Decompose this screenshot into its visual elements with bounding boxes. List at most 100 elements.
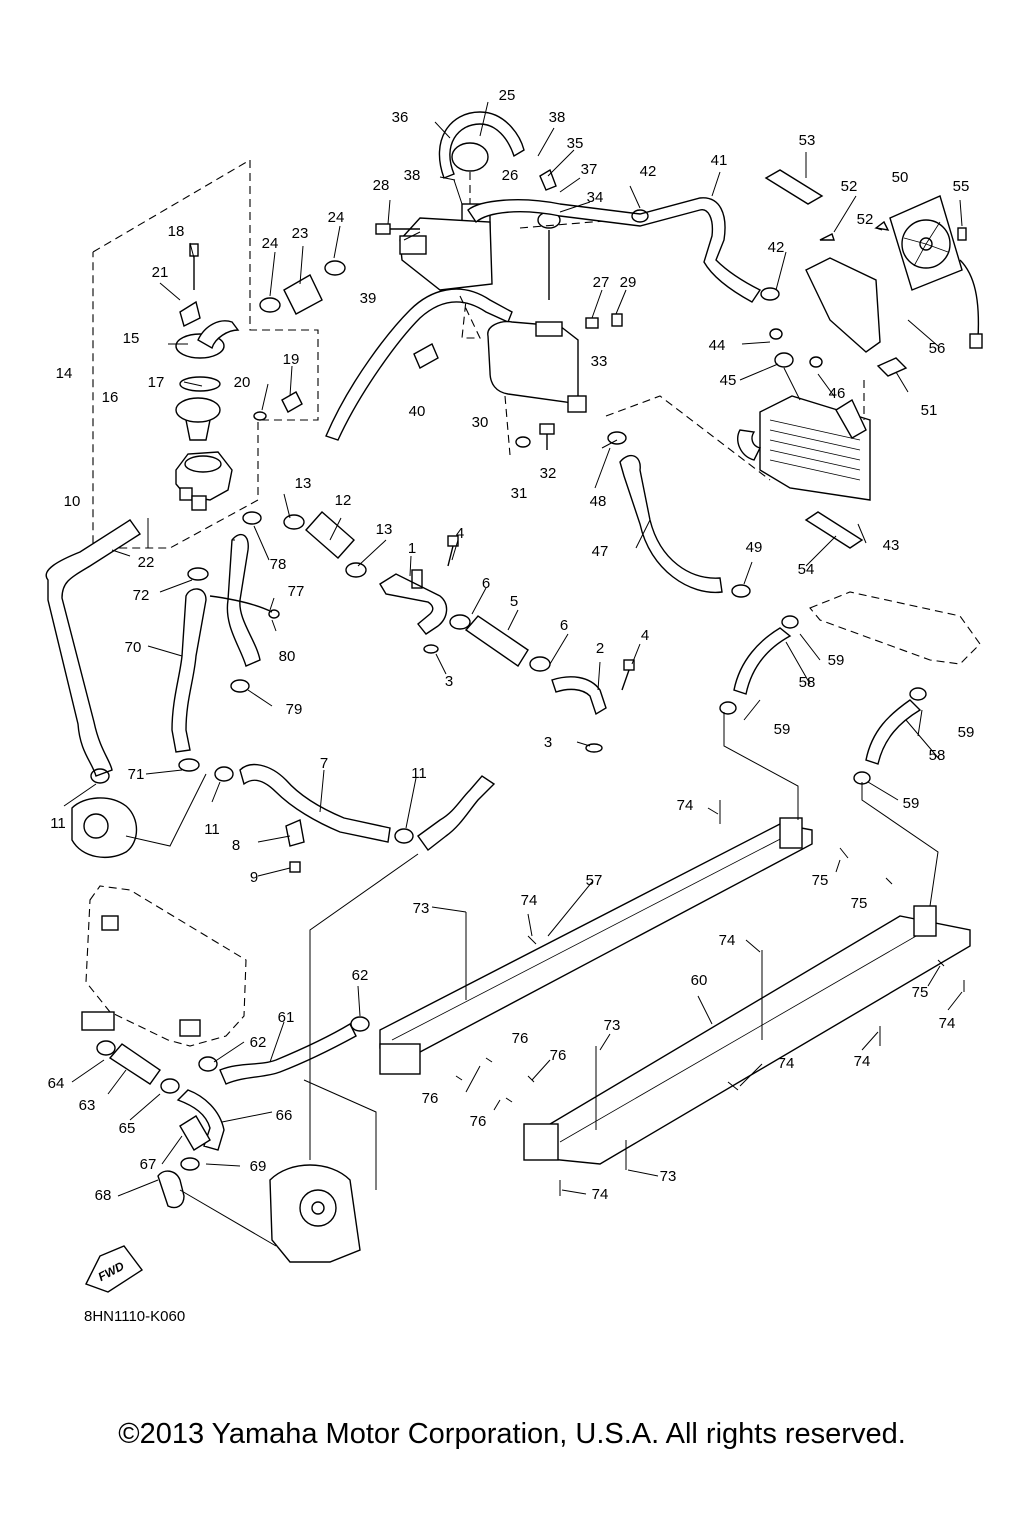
callout-4: 4 [641, 627, 649, 644]
callout-69: 69 [250, 1158, 267, 1175]
callout-34: 34 [587, 189, 604, 206]
callout-3: 3 [445, 673, 453, 690]
callout-9: 9 [250, 869, 258, 886]
callout-32: 32 [540, 465, 557, 482]
callout-52: 52 [841, 178, 858, 195]
callout-75: 75 [851, 895, 868, 912]
leader-lines [63, 101, 963, 1197]
callout-59: 59 [958, 724, 975, 741]
callout-78: 78 [270, 556, 287, 573]
callout-53: 53 [799, 132, 816, 149]
callout-79: 79 [286, 701, 303, 718]
callout-11: 11 [50, 815, 66, 832]
callout-54: 54 [798, 561, 815, 578]
radiator-fan-group [467, 169, 983, 598]
callout-2: 2 [596, 640, 604, 657]
callout-59: 59 [828, 652, 845, 669]
callout-13: 13 [295, 475, 312, 492]
callout-71: 71 [128, 766, 145, 783]
callout-22: 22 [138, 554, 155, 571]
callout-37: 37 [581, 161, 598, 178]
callout-18: 18 [168, 223, 185, 240]
lower-left-pipes [71, 763, 496, 873]
callout-12: 12 [335, 492, 352, 509]
callout-56: 56 [929, 340, 946, 357]
callout-8: 8 [232, 837, 240, 854]
callout-11: 11 [411, 765, 427, 782]
callout-62: 62 [352, 967, 369, 984]
callout-74: 74 [778, 1055, 795, 1072]
callout-50: 50 [892, 169, 909, 186]
callout-35: 35 [567, 135, 584, 152]
callout-36: 36 [392, 109, 409, 126]
callout-28: 28 [373, 177, 390, 194]
callout-52: 52 [857, 211, 874, 228]
callout-76: 76 [422, 1090, 439, 1107]
callout-44: 44 [709, 337, 726, 354]
callout-73: 73 [604, 1017, 621, 1034]
callout-60: 60 [691, 972, 708, 989]
callout-77: 77 [288, 583, 305, 600]
lower-left-radiator: FWD [81, 853, 419, 1293]
callout-57: 57 [586, 872, 603, 889]
callout-73: 73 [413, 900, 430, 917]
callout-74: 74 [521, 892, 538, 909]
callout-51: 51 [921, 402, 938, 419]
callout-5: 5 [510, 593, 518, 610]
callout-66: 66 [276, 1107, 293, 1124]
callout-58: 58 [929, 747, 946, 764]
callout-42: 42 [640, 163, 657, 180]
callout-68: 68 [95, 1187, 112, 1204]
middle-pipes [171, 511, 635, 772]
callout-74: 74 [677, 797, 694, 814]
callout-72: 72 [133, 587, 150, 604]
callout-11: 11 [204, 821, 220, 838]
callout-62: 62 [250, 1034, 267, 1051]
callout-4: 4 [456, 525, 464, 542]
callout-19: 19 [283, 351, 300, 368]
callout-76: 76 [512, 1030, 529, 1047]
callout-31: 31 [511, 485, 528, 502]
callout-14: 14 [56, 365, 73, 382]
under-rails [379, 591, 981, 1165]
callout-6: 6 [560, 617, 568, 634]
callout-10: 10 [64, 493, 81, 510]
callout-70: 70 [125, 639, 142, 656]
callout-24: 24 [262, 235, 279, 252]
callout-75: 75 [812, 872, 829, 889]
callout-38: 38 [549, 109, 566, 126]
callout-61: 61 [278, 1009, 295, 1026]
callout-45: 45 [720, 372, 737, 389]
callout-59: 59 [774, 721, 791, 738]
callout-64: 64 [48, 1075, 65, 1092]
callout-33: 33 [591, 353, 608, 370]
callout-74: 74 [592, 1186, 609, 1203]
callout-73: 73 [660, 1168, 677, 1185]
callout-17: 17 [148, 374, 165, 391]
callout-76: 76 [470, 1113, 487, 1130]
diagram-code: 8HN1110-K060 [84, 1308, 186, 1325]
callout-13: 13 [376, 521, 393, 538]
callout-42: 42 [768, 239, 785, 256]
callout-80: 80 [279, 648, 296, 665]
callout-23: 23 [292, 225, 309, 242]
copyright-notice: ©2013 Yamaha Motor Corporation, U.S.A. A… [118, 1418, 906, 1450]
callout-41: 41 [711, 152, 728, 169]
callout-39: 39 [360, 290, 377, 307]
callout-38: 38 [404, 167, 421, 184]
callout-46: 46 [829, 385, 846, 402]
callout-58: 58 [799, 674, 816, 691]
callout-6: 6 [482, 575, 490, 592]
hoses-upper-left [45, 260, 346, 777]
callout-20: 20 [234, 374, 251, 391]
callout-15: 15 [123, 330, 140, 347]
callout-29: 29 [620, 274, 637, 291]
callout-26: 26 [502, 167, 519, 184]
callout-63: 63 [79, 1097, 96, 1114]
callout-74: 74 [939, 1015, 956, 1032]
callout-24: 24 [328, 209, 345, 226]
rail-clips [455, 800, 965, 1196]
callout-65: 65 [119, 1120, 136, 1137]
callout-59: 59 [903, 795, 920, 812]
